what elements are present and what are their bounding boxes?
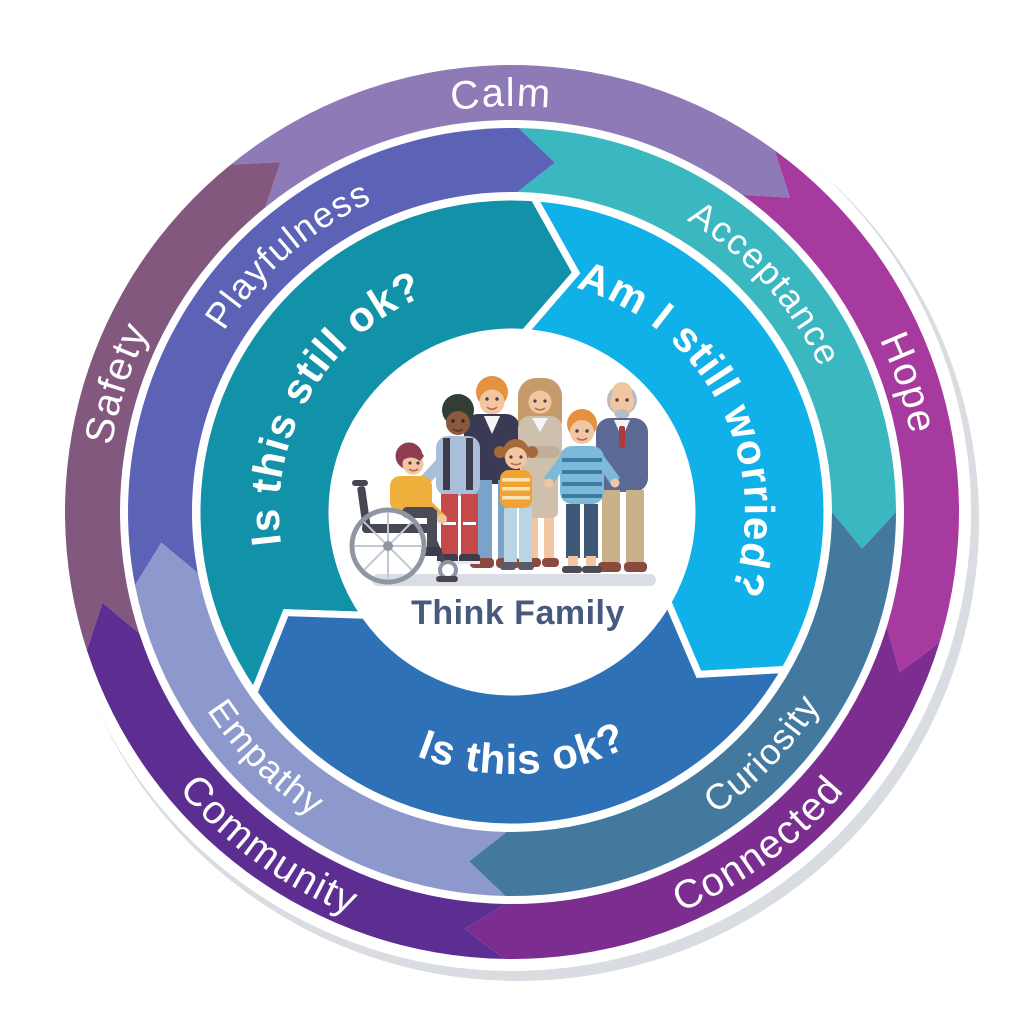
rings [65, 65, 960, 959]
family-member-young-girl [494, 439, 538, 570]
ring-outer [65, 65, 960, 959]
ring-inner-segment-is-this-still-ok [193, 193, 581, 701]
ground-shadow [372, 574, 656, 586]
ring-middle-segment-acceptance [517, 128, 897, 549]
ring-outer-segment-community [86, 602, 506, 959]
family-member-grandfather [596, 382, 648, 572]
ring-outer-segment-safety [65, 162, 281, 651]
ring-outer-segment-calm [230, 65, 790, 208]
family-illustration [349, 376, 656, 586]
family-member-girl-wheelchair [349, 442, 458, 585]
label-calm: Calm [448, 71, 553, 119]
ring-inner [193, 193, 831, 831]
center-label: Think Family [411, 594, 625, 632]
ring-middle-segment-playfulness [128, 128, 555, 586]
ring-middle-segment-empathy [135, 542, 507, 896]
ring-middle-segment-curiosity [469, 512, 896, 896]
ring-middle [128, 128, 897, 896]
ring-outer-segment-hope [742, 150, 960, 673]
ring-inner-segment-am-i-still-worried [517, 193, 831, 679]
family-member-teen-boy [544, 409, 620, 573]
ring-outer-segment-connected [464, 626, 940, 959]
ring-inner-segment-is-this-ok [250, 594, 792, 831]
